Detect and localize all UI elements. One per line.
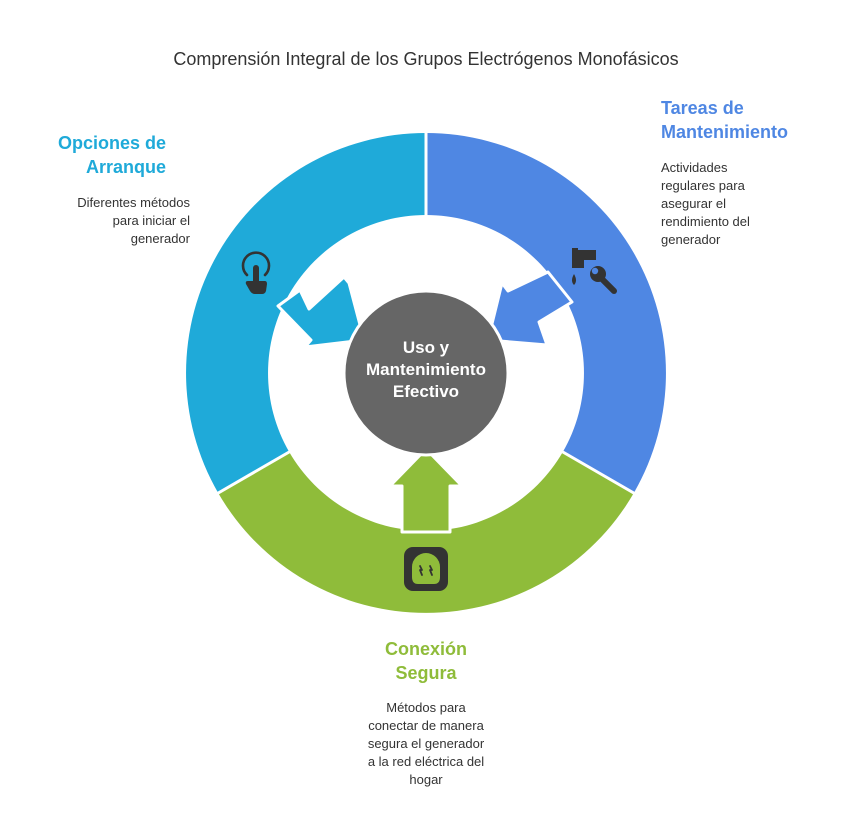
- safe-connection-desc-line5: hogar: [409, 772, 443, 787]
- center-circle: [342, 289, 510, 457]
- center-label: Uso y Mantenimiento Efectivo: [346, 337, 506, 403]
- start-options-title-line2: Arranque: [85, 157, 166, 177]
- start-options-desc-line3: generador: [130, 231, 190, 246]
- start-options-desc-line1: Diferentes métodos: [77, 195, 190, 210]
- arrow-connection-to-center: [388, 447, 464, 534]
- diagram-title: Comprensión Integral de los Grupos Elect…: [173, 49, 679, 69]
- start-options-title-line1: Opciones de: [57, 133, 166, 153]
- safe-connection-description: Métodos para conectar de manera segura e…: [316, 699, 536, 789]
- start-options-desc-line2: para iniciar el: [112, 213, 190, 228]
- center-label-line1: Uso y: [402, 338, 450, 357]
- center-label-line2: Mantenimiento: [366, 360, 486, 379]
- safe-connection-desc-line2: conectar de manera: [368, 718, 484, 733]
- safe-connection-title: Conexión Segura: [326, 637, 526, 685]
- hand-pointer-icon: [241, 251, 271, 294]
- safe-connection-desc-line1: Métodos para: [386, 700, 466, 715]
- maintenance-title-line2: Mantenimiento: [661, 122, 789, 142]
- maintenance-title: Tareas de Mantenimiento: [661, 96, 841, 144]
- start-options-description: Diferentes métodos para iniciar el gener…: [20, 194, 190, 248]
- center-label-line3: Efectivo: [392, 382, 460, 401]
- faucet-wrench-icon: [572, 248, 617, 294]
- segment-start-options: [186, 133, 426, 493]
- safe-connection-title-line1: Conexión: [384, 639, 467, 659]
- arrow-start-to-center: [276, 275, 366, 349]
- maintenance-desc-line5: generador: [661, 232, 721, 247]
- maintenance-desc-line1: Actividades: [661, 160, 728, 175]
- maintenance-title-line1: Tareas de: [661, 98, 744, 118]
- safe-connection-desc-line4: a la red eléctrica del: [367, 754, 485, 769]
- segment-maintenance: [426, 133, 666, 493]
- safe-connection-desc-line3: segura el generador: [367, 736, 485, 751]
- maintenance-description: Actividades regulares para asegurar el r…: [661, 159, 841, 249]
- maintenance-desc-line2: regulares para: [661, 178, 745, 193]
- maintenance-desc-line4: rendimiento del: [661, 214, 750, 229]
- arrow-maintenance-to-center: [486, 270, 574, 347]
- separator-left: [216, 450, 291, 495]
- maintenance-desc-line3: asegurar el: [661, 196, 727, 211]
- start-options-title: Opciones de Arranque: [40, 131, 166, 179]
- power-outlet-icon: [404, 547, 448, 591]
- separator-right: [561, 450, 636, 495]
- safe-connection-title-line2: Segura: [395, 663, 457, 683]
